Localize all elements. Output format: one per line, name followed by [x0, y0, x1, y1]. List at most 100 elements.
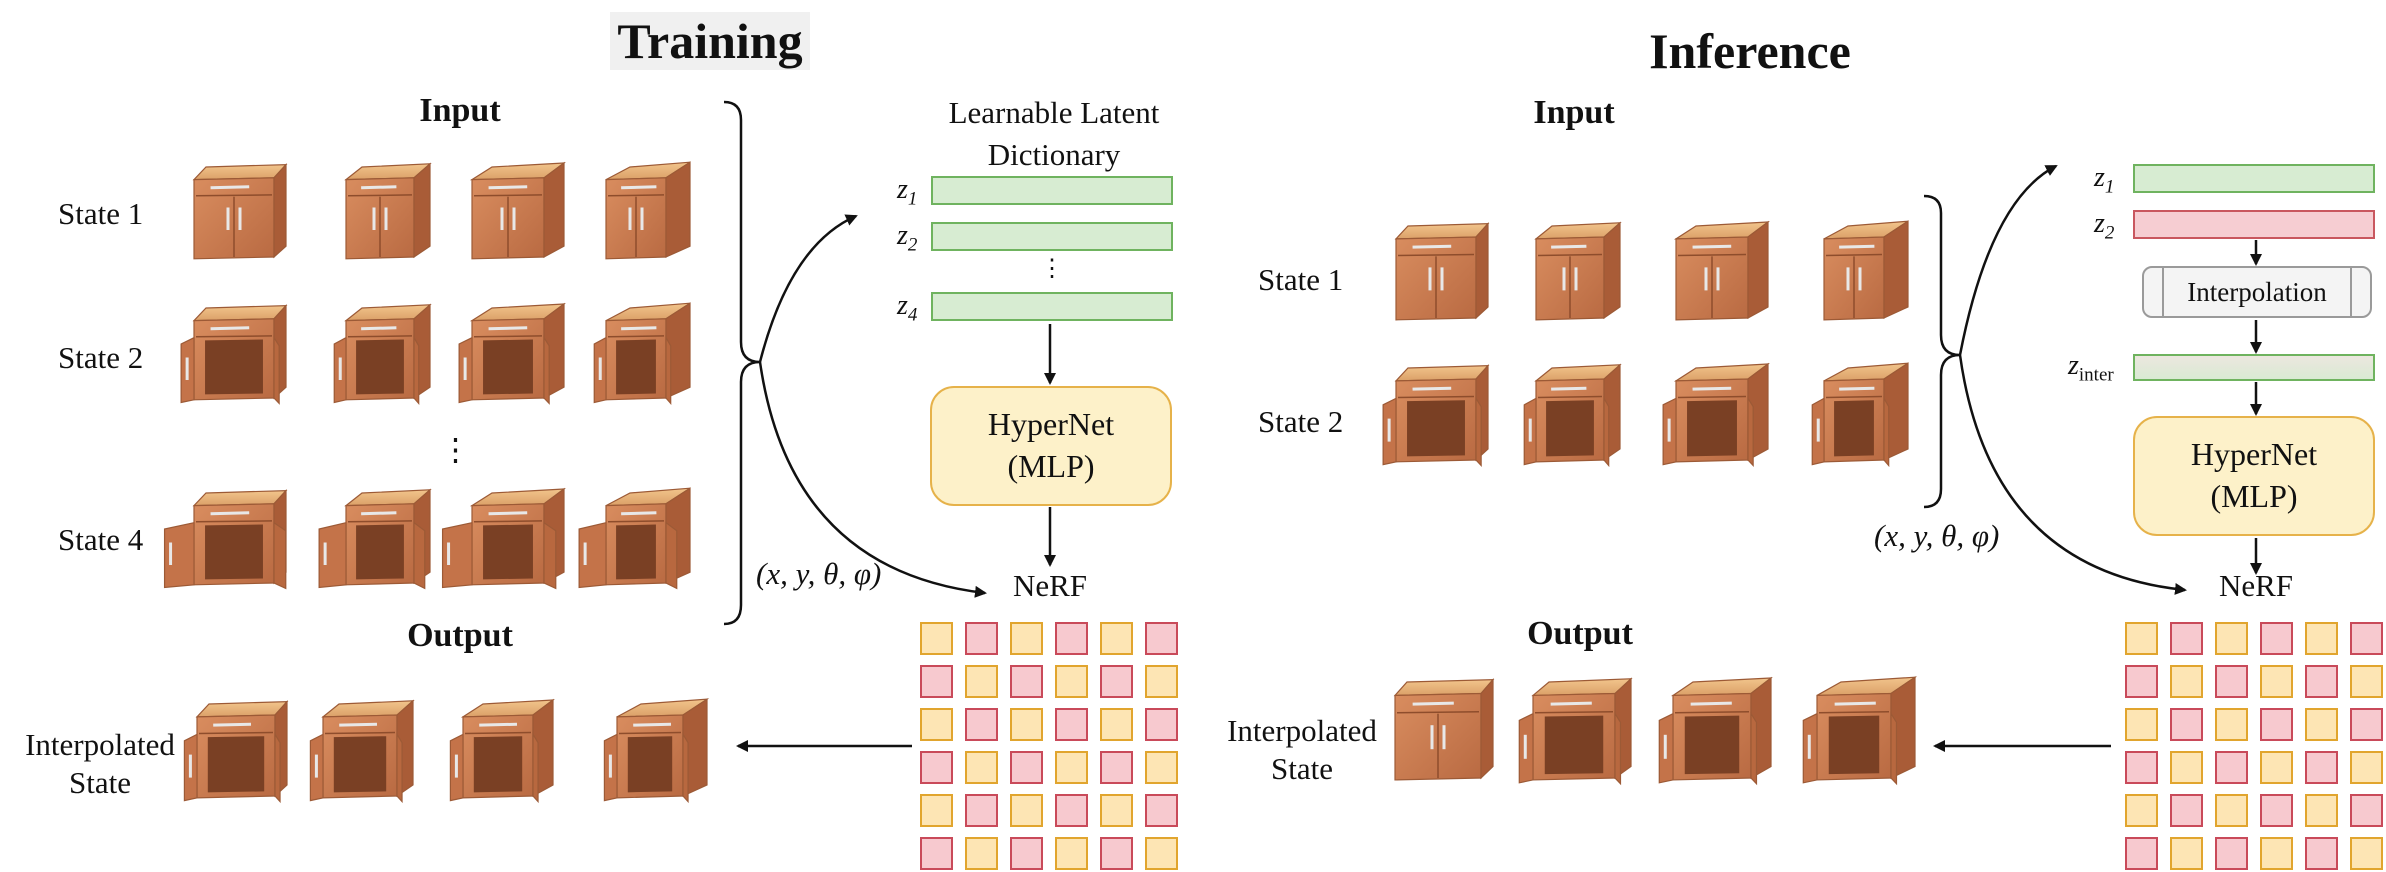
interpolation-box: Interpolation: [2142, 266, 2372, 318]
hypernet-line: (MLP): [1007, 448, 1095, 484]
coords-label: (x, y, θ, φ): [1874, 518, 2000, 553]
nerf-sample-cell: [2260, 708, 2293, 741]
output-label-line: State: [69, 765, 131, 800]
latent-label: z4: [897, 290, 918, 326]
training-output-heading: Output: [407, 617, 513, 654]
nerf-label: NeRF: [2218, 568, 2294, 603]
nerf-sample-grid: [920, 622, 1178, 870]
nerf-sample-cell: [920, 751, 953, 784]
nerf-sample-cell: [1055, 751, 1088, 784]
cabinet-thumbnail: [605, 161, 691, 260]
nerf-sample-cell: [2305, 751, 2338, 784]
nerf-sample-cell: [965, 708, 998, 741]
nerf-sample-cell: [2215, 665, 2248, 698]
nerf-sample-cell: [2215, 751, 2248, 784]
nerf-sample-cell: [1055, 837, 1088, 870]
latent-code-z1: [2133, 164, 2375, 193]
cabinet-thumbnail: [180, 304, 288, 405]
nerf-sample-cell: [1100, 665, 1133, 698]
nerf-sample-cell: [2215, 708, 2248, 741]
cabinet-thumbnail: [344, 162, 432, 260]
cabinet-thumbnail: [469, 161, 566, 260]
nerf-sample-cell: [920, 665, 953, 698]
cabinet-thumbnail: [333, 303, 432, 406]
nerf-sample-cell: [1055, 794, 1088, 827]
training-output-label: Interpolated State: [10, 726, 190, 802]
arrow: [758, 214, 858, 363]
nerf-sample-cell: [1145, 622, 1178, 655]
cabinet-thumbnail: [458, 302, 566, 405]
curly-brace: [723, 100, 761, 626]
cabinet-thumbnail: [593, 302, 691, 406]
nerf-sample-cell: [2125, 751, 2158, 784]
inference-output-heading: Output: [1527, 615, 1633, 652]
curly-brace: [1923, 194, 1961, 509]
nerf-sample-cell: [965, 794, 998, 827]
nerf-sample-cell: [2215, 837, 2248, 870]
latent-code-z1: [931, 176, 1173, 205]
coords-label: (x, y, θ, φ): [756, 556, 882, 591]
nerf-sample-cell: [2170, 708, 2203, 741]
nerf-sample-cell: [920, 622, 953, 655]
training-input-heading: Input: [419, 92, 501, 129]
nerf-sample-cell: [2170, 622, 2203, 655]
nerf-sample-grid: [2125, 622, 2383, 870]
nerf-sample-cell: [920, 837, 953, 870]
cabinet-thumbnail: [183, 700, 289, 804]
nerf-sample-cell: [2215, 622, 2248, 655]
nerf-sample-cell: [1010, 837, 1043, 870]
hypernet-line: HyperNet: [2190, 436, 2318, 473]
nerf-sample-cell: [1145, 837, 1178, 870]
cabinet-thumbnail: [603, 698, 710, 804]
cabinet-thumbnail: [1518, 677, 1633, 786]
nerf-sample-cell: [1100, 708, 1133, 741]
nerf-sample-cell: [1010, 751, 1043, 784]
nerf-sample-cell: [2125, 837, 2158, 870]
cabinet-thumbnail: [578, 487, 691, 590]
nerf-label: NeRF: [1012, 568, 1088, 603]
nerf-sample-cell: [1145, 708, 1178, 741]
nerf-sample-cell: [2350, 751, 2383, 784]
nerf-sample-cell: [2260, 751, 2293, 784]
output-label-line: Interpolated: [25, 727, 175, 762]
nerf-sample-cell: [2125, 665, 2158, 698]
output-label-line: Interpolated: [1227, 713, 1377, 748]
latent-label: z2: [897, 220, 918, 256]
nerf-sample-cell: [1010, 665, 1043, 698]
training-row-label: State 4: [58, 522, 144, 557]
hypernet-box: HyperNet (MLP): [2133, 416, 2375, 536]
nerf-sample-cell: [1100, 837, 1133, 870]
nerf-sample-cell: [2305, 622, 2338, 655]
cabinet-thumbnail: [318, 488, 432, 590]
nerf-sample-cell: [1010, 794, 1043, 827]
nerf-sample-cell: [1145, 665, 1178, 698]
cabinet-thumbnail: [309, 699, 415, 804]
nerf-sample-cell: [2170, 794, 2203, 827]
nerf-sample-cell: [2125, 794, 2158, 827]
latent-label: z2: [2094, 208, 2115, 244]
output-label-line: State: [1271, 751, 1333, 786]
latent-code-z2: [2133, 210, 2375, 239]
nerf-sample-cell: [1100, 751, 1133, 784]
nerf-sample-cell: [2260, 837, 2293, 870]
nerf-sample-cell: [965, 751, 998, 784]
cabinet-thumbnail: [1802, 676, 1918, 786]
dictionary-title-line: Learnable Latent: [948, 95, 1160, 130]
nerf-sample-cell: [2170, 837, 2203, 870]
nerf-sample-cell: [2215, 794, 2248, 827]
nerf-sample-cell: [2350, 708, 2383, 741]
nerf-sample-cell: [1100, 794, 1133, 827]
latent-code-z4: [931, 292, 1173, 321]
cabinet-thumbnail: [1823, 220, 1909, 321]
interpolation-label: Interpolation: [2187, 276, 2327, 307]
inference-input-heading: Input: [1533, 94, 1615, 131]
nerf-sample-cell: [2350, 837, 2383, 870]
arrow: [758, 361, 987, 598]
cabinet-thumbnail: [1394, 222, 1490, 321]
nerf-sample-cell: [2305, 837, 2338, 870]
cabinet-thumbnail: [1534, 221, 1622, 321]
training-row-ellipsis: ⋮: [440, 432, 471, 467]
nerf-sample-cell: [2260, 794, 2293, 827]
training-row-label: State 2: [58, 340, 144, 375]
